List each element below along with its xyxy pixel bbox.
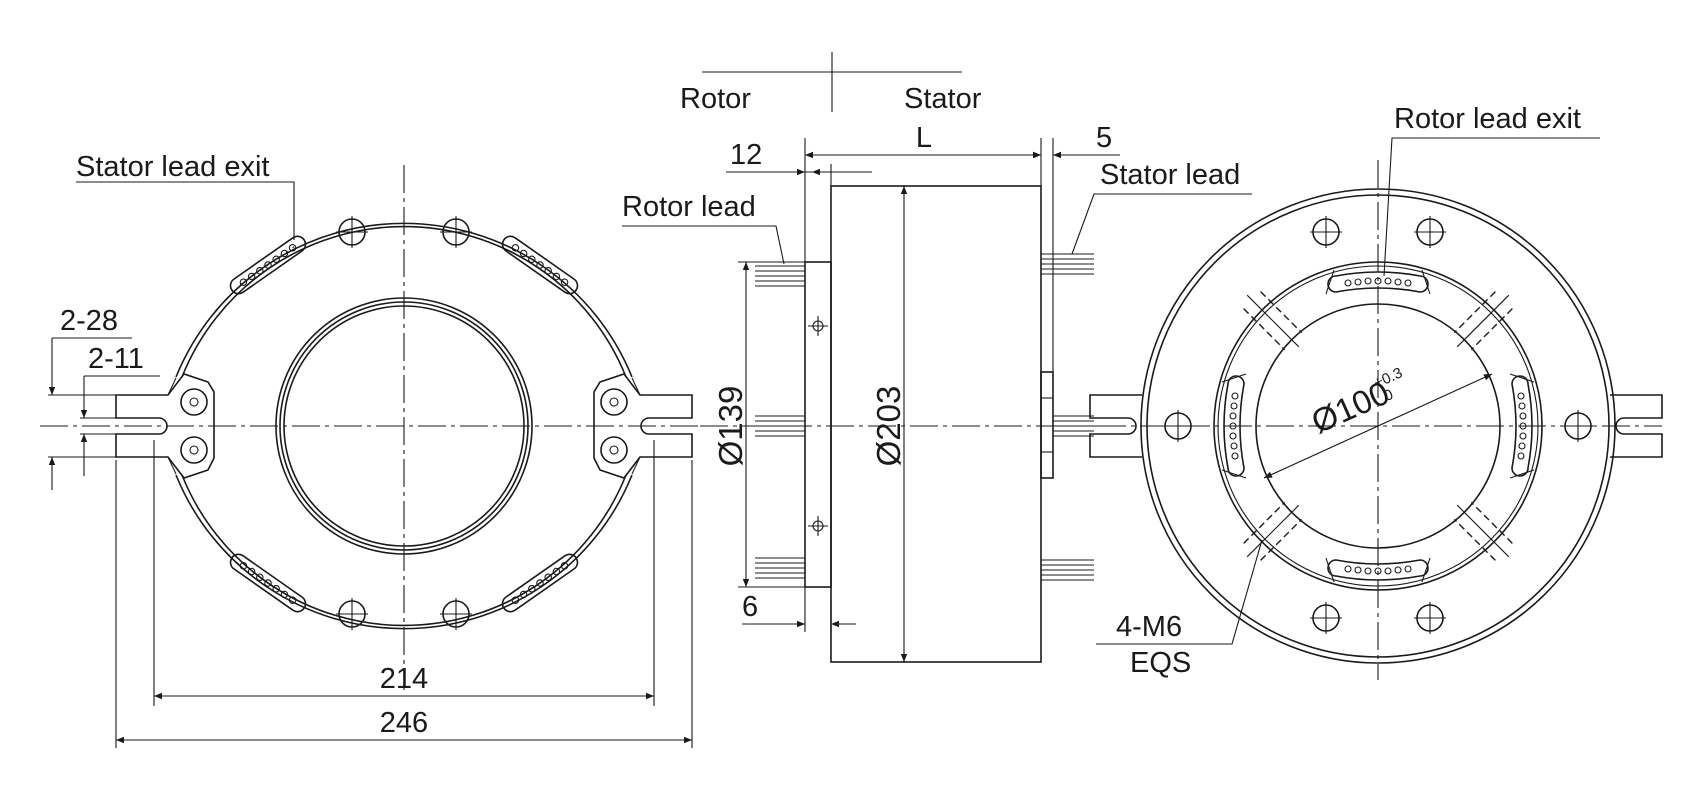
threads-note-label: EQS <box>1130 647 1191 679</box>
width-dimensions: 214 246 <box>115 440 693 748</box>
right-mounting-lug <box>593 373 693 479</box>
rotor-offset-label: 12 <box>730 139 762 171</box>
rotor-lead-leader <box>622 225 785 265</box>
left-outer-ring-inner-edge <box>181 225 627 627</box>
m6-threaded-holes <box>1243 291 1513 561</box>
rotor-lead-exit-leader <box>1383 137 1600 277</box>
left-view: Stator lead exit 2-28 2-11 214 246 <box>40 151 698 748</box>
stator-body <box>830 185 1042 663</box>
body-diameter-label: Ø203 <box>870 386 907 467</box>
overall-width-label: 246 <box>380 707 428 739</box>
right-lug-lower-hole <box>600 436 628 464</box>
dim-100-line <box>1263 373 1493 479</box>
left-lead-exit-slots <box>229 235 579 613</box>
slot-hole-label: 2-11 <box>88 343 144 375</box>
length-label: L <box>916 122 932 154</box>
rotor-face-inner-circle <box>1217 265 1539 587</box>
stator-lead-exit-label: Stator lead exit <box>76 151 269 183</box>
rotor-lead-exit-label: Rotor lead exit <box>1394 103 1581 135</box>
rotor-lead-label: Rotor lead <box>622 191 756 223</box>
stator-terminal-block <box>1040 371 1054 479</box>
right-lug-upper-hole <box>600 388 628 416</box>
stator-lead-label: Stator lead <box>1100 159 1240 191</box>
stator-lead-leader <box>1071 193 1252 255</box>
rotor-label: Rotor <box>680 83 751 115</box>
left-bore-inner-circle <box>283 305 525 547</box>
stator-lead-exit-leader <box>76 181 295 240</box>
slot-width-label: 2-28 <box>60 305 118 337</box>
rotor-lead-exit-slots <box>1221 269 1535 583</box>
right-bolt-holes <box>1162 216 1594 634</box>
flange-screws <box>808 316 828 536</box>
slot-dimensions: 2-28 2-11 <box>48 305 160 490</box>
side-view: Rotor Stator Rotor lea <box>622 52 1252 663</box>
bolt-span-label: 214 <box>380 663 428 695</box>
flange-thickness-label: 6 <box>742 591 758 623</box>
left-bore-outer-circle <box>275 297 533 555</box>
rotor-face-circle <box>1213 261 1543 591</box>
left-bolt-holes <box>336 216 472 630</box>
stator-offset-label: 5 <box>1096 122 1112 154</box>
threads-leader <box>1096 539 1263 645</box>
left-outer-ring <box>175 222 633 630</box>
right-bore-circle <box>1255 303 1501 549</box>
threads-label: 4-M6 <box>1116 611 1182 643</box>
right-view: Rotor lead exit Ø100 +0.3 0 4-M6 EQS <box>1089 103 1663 680</box>
stator-leads <box>1041 253 1094 581</box>
rotor-leads <box>755 265 805 579</box>
stator-label: Stator <box>904 83 982 115</box>
left-mounting-lug <box>115 373 215 479</box>
rotor-flange <box>804 261 832 588</box>
left-bore-middle-circle <box>279 301 529 551</box>
left-lug-upper-hole <box>180 388 208 416</box>
left-lug-lower-hole <box>180 436 208 464</box>
rotor-diameter-label: Ø139 <box>712 386 749 467</box>
